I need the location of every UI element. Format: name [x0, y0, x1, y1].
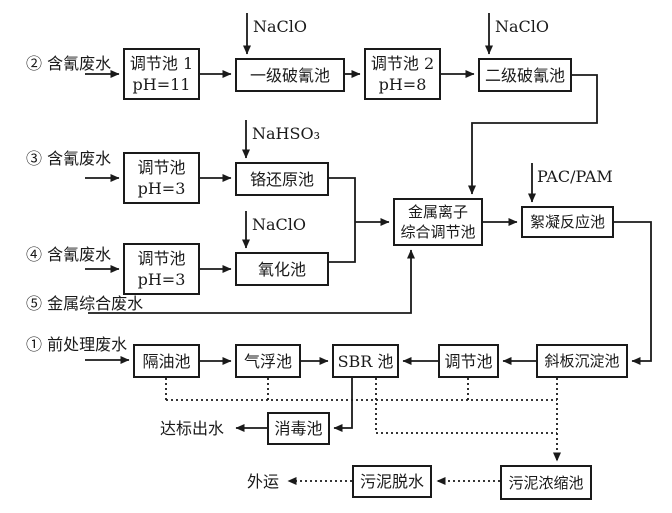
- label-output-waiyun: 外运: [247, 472, 280, 491]
- node-xuning-fanyingchi: 絮凝反应池: [521, 206, 614, 238]
- label-stream-3: ③ 含氰废水: [26, 149, 112, 168]
- label-reagent-naclo-2: NaClO: [495, 17, 550, 36]
- node-xiaoduchi: 消毒池: [267, 412, 330, 445]
- label-reagent-nahso3: NaHSO₃: [252, 124, 320, 143]
- edge-xuning-xieban: [614, 221, 652, 365]
- label-reagent-naclo-3: NaClO: [252, 215, 307, 234]
- label-reagent-pacpam: PAC/PAM: [537, 167, 613, 186]
- node-yanghuachi: 氧化池: [235, 252, 329, 286]
- node-gehuanyuanchi: 铬还原池: [235, 162, 329, 196]
- label-stream-2: ② 含氰废水: [26, 54, 112, 73]
- node-qifuchi: 气浮池: [235, 344, 301, 378]
- node-geyouchi: 隔油池: [133, 344, 200, 378]
- edge-sbr-xiaodu: [333, 378, 353, 432]
- node-tiaojiechi-4: 调节池 pH=3: [123, 243, 200, 295]
- node-xieban-chendianchi: 斜板沉淀池: [536, 344, 628, 378]
- edge-erji-jinshu: [468, 74, 598, 195]
- edge-gehuanyuan-merge: [329, 177, 356, 263]
- node-tiaojiechi-2: 调节池 2 pH=8: [364, 48, 441, 100]
- node-yiji-poqingchi: 一级破氰池: [235, 58, 345, 92]
- node-wuni-tuoshui: 污泥脱水: [352, 465, 432, 498]
- label-reagent-naclo-1: NaClO: [253, 17, 308, 36]
- label-stream-4: ④ 含氰废水: [26, 245, 112, 264]
- node-erji-poqingchi: 二级破氰池: [478, 58, 572, 92]
- label-stream-5: ⑤ 金属综合废水: [26, 294, 144, 313]
- node-tiaojiechi-5: 调节池: [438, 344, 499, 378]
- node-tiaojiechi-3: 调节池 pH=3: [123, 152, 200, 204]
- label-stream-1: ① 前处理废水: [26, 335, 128, 354]
- edge-s5-jinshu: [88, 249, 415, 314]
- node-tiaojiechi-1: 调节池 1 pH=11: [123, 48, 200, 100]
- node-wuni-nongsuochi: 污泥浓缩池: [500, 465, 592, 500]
- label-output-dabiao: 达标出水: [160, 419, 225, 438]
- node-jinshu-lizi-tiaojiechi: 金属离子 综合调节池: [393, 198, 483, 246]
- node-sbr-chi: SBR 池: [332, 344, 399, 378]
